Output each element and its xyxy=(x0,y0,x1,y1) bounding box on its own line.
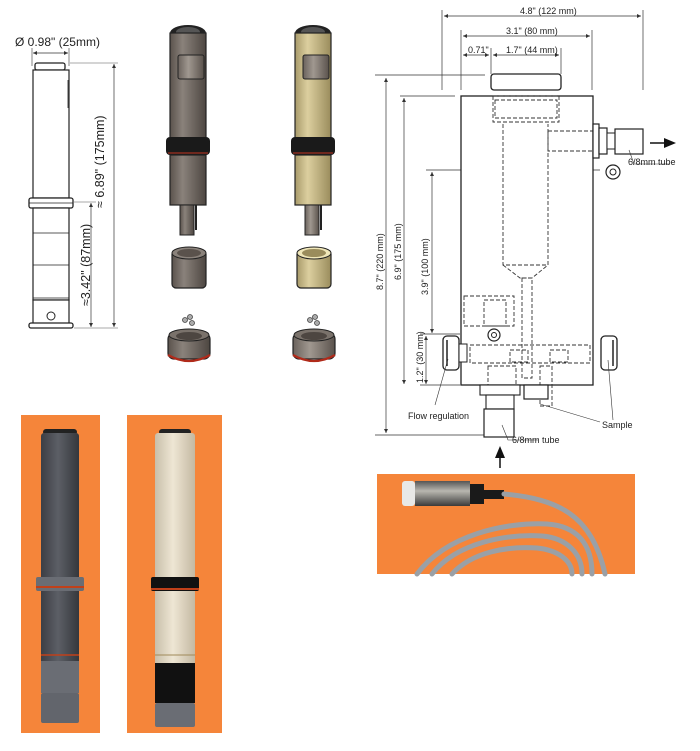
probe-dimension-drawing: Ø 0.98" (25mm) ≈ 6.89" (175mm) ≈3.42" (8… xyxy=(0,0,140,340)
height-base-label: 1.2" (30 mm) xyxy=(415,331,425,383)
probe-total-length-label: ≈ 6.89" (175mm) xyxy=(93,115,107,208)
inlet-tube-label: 6/8mm tube xyxy=(512,435,560,445)
height-total-label: 8.7" (220 mm) xyxy=(375,233,385,290)
outlet-tube-label: 6/8mm tube xyxy=(628,157,676,167)
probe-lower-length-label: ≈3.42" (87mm) xyxy=(79,223,93,306)
flow-cell-outline-icon xyxy=(375,10,676,468)
width-inner-label: 1.7" (44 mm) xyxy=(506,45,558,55)
beige-probe-photo xyxy=(127,415,222,733)
height-chamber-label: 3.9" (100 mm) xyxy=(420,238,430,295)
width-total-label: 4.8" (122 mm) xyxy=(520,6,577,16)
probe-diameter-label: Ø 0.98" (25mm) xyxy=(15,35,100,49)
dark-grey-probe-image-icon xyxy=(36,429,84,723)
height-body-label: 6.9" (175 mm) xyxy=(393,223,403,280)
flow-regulation-label: Flow regulation xyxy=(408,411,470,421)
probe-outline-icon xyxy=(28,48,118,329)
width-body-label: 3.1" (80 mm) xyxy=(506,26,558,36)
beige-probe-image-icon xyxy=(151,429,199,727)
sensor-cable-image-icon xyxy=(402,481,608,577)
exploded-view-grey xyxy=(150,15,240,375)
beige-probe-illustration-icon xyxy=(291,25,336,363)
sensor-cable-photo xyxy=(377,474,635,577)
flow-cell-drawing: 4.8" (122 mm) 3.1" (80 mm) 0.71" 1.7" (4… xyxy=(360,0,700,470)
offset-small-label: 0.71" xyxy=(468,45,489,55)
sample-label: Sample xyxy=(602,420,633,430)
grey-probe-illustration-icon xyxy=(166,25,211,363)
dark-grey-probe-photo xyxy=(21,415,100,733)
exploded-view-beige xyxy=(275,15,365,375)
